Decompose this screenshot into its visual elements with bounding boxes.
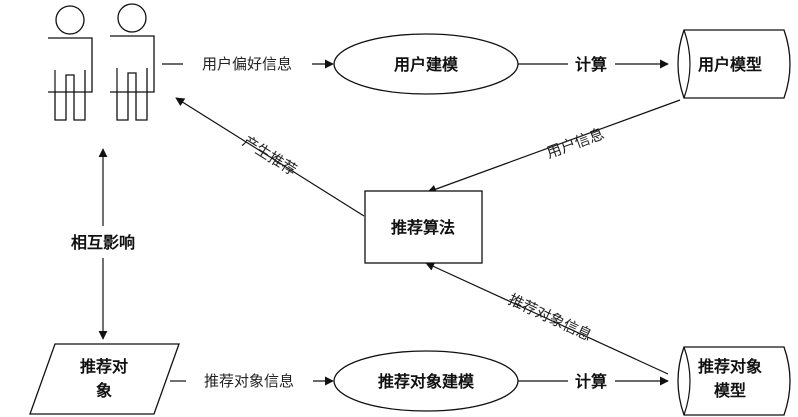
edge-label-compute-top: 计算 xyxy=(575,55,607,74)
edge-label-object-info-diag: 推荐对象信息 xyxy=(506,290,595,344)
edge-label-user-info: 用户信息 xyxy=(544,125,607,162)
edge-compute-bottom: 计算 xyxy=(518,372,669,391)
edge-label-user-pref-info: 用户偏好信息 xyxy=(202,55,292,73)
node-object-label: 推荐对 xyxy=(80,357,128,376)
edge-user-info: 用户信息 xyxy=(427,99,681,194)
node-user-model-label: 用户模型 xyxy=(698,55,762,74)
node-user-model: 用户模型 xyxy=(677,29,791,99)
edge-label-object-info: 推荐对象信息 xyxy=(204,372,294,390)
users-icon xyxy=(48,3,155,121)
node-object-modeling-label: 推荐对象建模 xyxy=(378,372,475,391)
edge-produce-recommendation: 产生推荐 xyxy=(175,97,365,217)
edge-label-mutual-influence: 相互影响 xyxy=(71,233,135,252)
node-user-modeling: 用户建模 xyxy=(333,33,519,95)
edge-label-compute-bottom: 计算 xyxy=(575,372,607,391)
node-object-model-label: 推荐对象 xyxy=(698,357,762,376)
node-algorithm-label: 推荐算法 xyxy=(391,218,455,237)
user-person-icon xyxy=(110,3,155,121)
node-recommendation-object: 推荐对 象 xyxy=(29,343,180,415)
node-user-modeling-label: 用户建模 xyxy=(394,55,459,74)
node-object-modeling: 推荐对象建模 xyxy=(333,350,519,412)
edge-label-produce-recommendation: 产生推荐 xyxy=(239,132,299,179)
edge-compute-top: 计算 xyxy=(518,55,669,74)
edge-user-pref-info: 用户偏好信息 xyxy=(162,55,334,73)
node-recommendation-algorithm: 推荐算法 xyxy=(364,190,483,264)
node-object-model: 推荐对象 模型 xyxy=(677,346,791,416)
node-object-model-label-line2: 模型 xyxy=(714,381,746,400)
user-person-icon xyxy=(48,5,93,121)
node-object-label-line2: 象 xyxy=(96,381,112,400)
edge-mutual-influence: 相互影响 xyxy=(71,148,135,340)
edge-object-info: 推荐对象信息 xyxy=(170,372,334,390)
